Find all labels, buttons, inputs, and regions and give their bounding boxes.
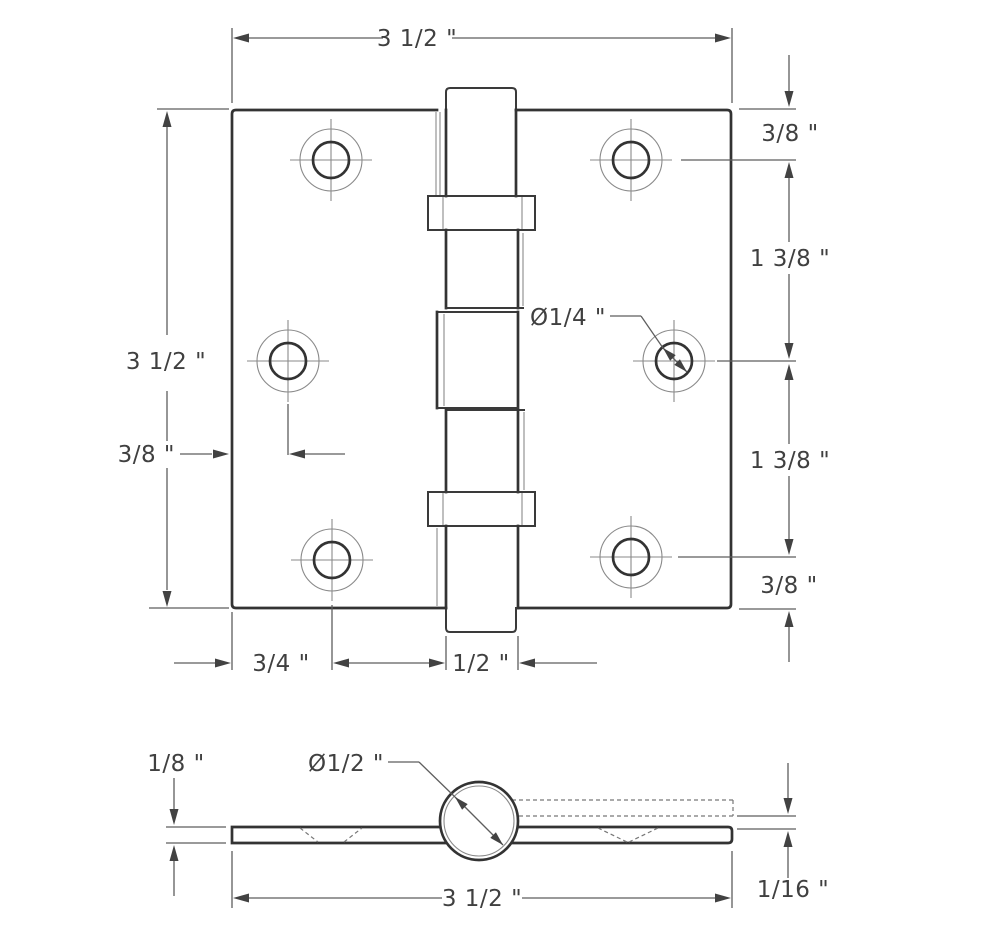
callout-label-barrel-diameter: Ø1/2 " (308, 751, 384, 777)
left-leaf-outline (230, 108, 448, 610)
hole-circle (312, 540, 352, 580)
arrowhead-right (429, 658, 445, 668)
edge-view: Ø1/2 " 1/8 " 3 1/2 " (147, 751, 829, 912)
screw-hole (590, 119, 672, 201)
arrowhead-down (169, 809, 179, 825)
left-leaf-edge (230, 825, 450, 845)
arrowhead-diag (455, 797, 468, 810)
countersink-marks (299, 827, 659, 843)
dim-edge-to-hole: 3/8 " (118, 404, 345, 468)
pin-cap-bottom (445, 607, 517, 633)
arrowhead-left (233, 33, 249, 43)
arrowhead-down (784, 91, 794, 107)
screw-hole (247, 320, 329, 402)
countersink-circle (299, 128, 363, 192)
dim-leaf-gap: 1/16 " (737, 763, 829, 903)
dim-label-hole-spacing-lower: 1 3/8 " (750, 448, 830, 474)
arrowhead-diag (674, 359, 687, 372)
arrowhead-right (215, 658, 231, 668)
countersink-circle (599, 525, 663, 589)
dim-label-corner-to-hole: 3/4 " (252, 651, 309, 677)
countersink-circle (642, 329, 706, 393)
arrowhead-up (162, 111, 172, 127)
dim-label-leaf-thickness: 1/8 " (147, 751, 204, 777)
hole-circle (268, 341, 308, 381)
screw-hole (291, 519, 373, 601)
callout-barrel-diameter: Ø1/2 " (308, 751, 504, 846)
arrowhead-up (784, 611, 794, 627)
dim-label-leaf-gap: 1/16 " (757, 877, 830, 903)
arrowhead-down (783, 798, 793, 814)
dim-label-top-margin: 3/8 " (761, 121, 818, 147)
dim-label-top-width: 3 1/2 " (377, 26, 457, 52)
arrowhead-up (783, 831, 793, 847)
arrowhead-left (519, 658, 535, 668)
dim-left-height: 3 1/2 " (126, 108, 229, 609)
right-leaf-edge (503, 825, 734, 845)
arrowhead-up (169, 845, 179, 861)
arrowhead-left (233, 893, 249, 903)
callout-hole-diameter: Ø1/4 " (530, 305, 688, 373)
bearing-ring (427, 491, 536, 527)
dim-label-edge-to-hole: 3/8 " (118, 442, 175, 468)
dim-top-width: 3 1/2 " (231, 26, 733, 103)
hinge-barrel (427, 87, 536, 633)
hole-circle (311, 140, 351, 180)
dim-right-chain: 3/8 " 1 3/8 " 1 3/8 " 3/8 " (678, 55, 830, 662)
leader-line (640, 315, 664, 349)
pin-cap-top (445, 87, 517, 111)
callout-label-hole-diameter: Ø1/4 " (530, 305, 606, 331)
hole-circle (611, 537, 651, 577)
countersink-line (628, 827, 659, 843)
arrowhead-down (784, 343, 794, 359)
hole-circle (654, 341, 694, 381)
arrowhead-left (333, 658, 349, 668)
dim-label-left-height: 3 1/2 " (126, 349, 206, 375)
countersink-line (299, 827, 319, 843)
right-leaf-outline (514, 108, 733, 610)
arrowhead-diag (490, 832, 503, 845)
dim-label-knuckle-width: 1/2 " (452, 651, 509, 677)
face-view: 3 1/2 " 3 1/2 " 3/8 " (118, 26, 830, 677)
arrowhead-right (715, 893, 731, 903)
dim-bottom-row: 3/4 " 1/2 " (174, 605, 597, 677)
arrowhead-right (715, 33, 731, 43)
dim-label-bottom-margin: 3/8 " (760, 573, 817, 599)
hole-circle (611, 140, 651, 180)
arrowhead-down (784, 539, 794, 555)
countersink-circle (256, 329, 320, 393)
screw-hole (590, 516, 672, 598)
dim-label-hole-spacing-upper: 1 3/8 " (750, 246, 830, 272)
arrowhead-right (213, 449, 229, 459)
screw-holes (247, 119, 715, 601)
arrowhead-up (784, 162, 794, 178)
countersink-circle (300, 528, 364, 592)
screw-hole (633, 320, 715, 402)
phantom-leaf (505, 799, 734, 817)
arrowhead-diag (663, 348, 676, 361)
arrowhead-down (162, 591, 172, 607)
leader-line (418, 761, 456, 798)
dim-side-width: 3 1/2 " (231, 851, 733, 912)
arrowhead-left (289, 449, 305, 459)
screw-hole (290, 119, 372, 201)
countersink-line (597, 827, 628, 843)
dim-label-side-width: 3 1/2 " (442, 886, 522, 912)
barrel-circle-inner (443, 785, 515, 857)
countersink-line (343, 827, 363, 843)
countersink-circle (599, 128, 663, 192)
dim-leaf-thickness: 1/8 " (147, 751, 226, 896)
bearing-ring (427, 195, 536, 231)
arrowhead-up (784, 364, 794, 380)
